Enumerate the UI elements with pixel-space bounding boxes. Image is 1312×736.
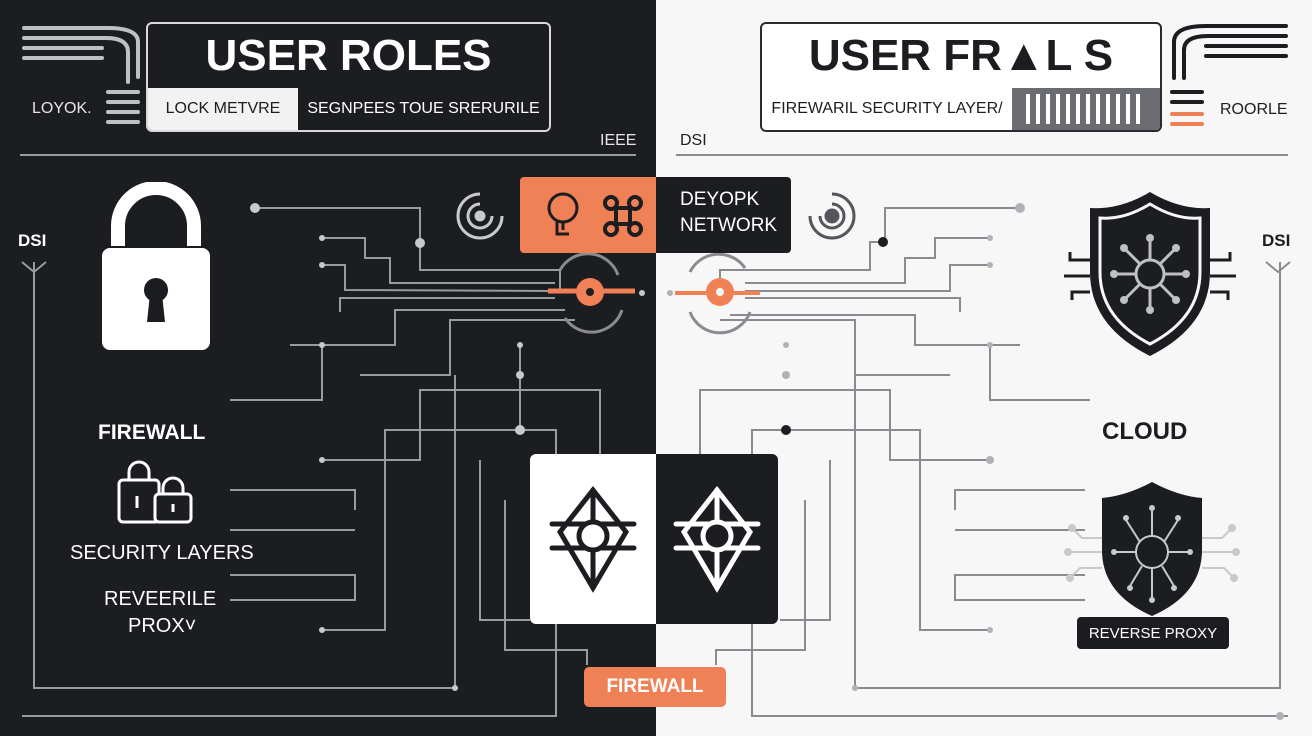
firewall-button[interactable]: FIREWALL	[584, 667, 726, 707]
left-dsi-label: DSI	[18, 231, 47, 250]
left-reverse-proxy-label-line2: PROX˅	[128, 615, 197, 637]
network-label-line2: NETWORK	[680, 215, 778, 236]
bulb-icon	[547, 192, 579, 236]
reverse-proxy-badge[interactable]: REVERSE PROXY	[1077, 617, 1229, 649]
left-target-node	[548, 252, 635, 334]
padlock-icon	[102, 182, 210, 350]
right-dsi-top-label: DSI	[680, 132, 707, 149]
left-tab-lock[interactable]: LOCK METVRE	[148, 88, 298, 130]
menu-lines-icon	[22, 26, 140, 124]
network-label-line1: DEYOPK	[680, 189, 760, 210]
barcode-icon	[1026, 94, 1140, 124]
right-side-label: ROORLE	[1220, 101, 1288, 118]
network-node-icon	[549, 485, 637, 593]
network-label-box	[656, 177, 791, 253]
shield-network-icon	[1064, 192, 1236, 356]
left-firewall-label: FIREWALL	[98, 421, 206, 444]
ieee-label: IEEE	[600, 132, 637, 149]
wire	[255, 207, 561, 291]
right-cloud-label: CLOUD	[1102, 418, 1188, 445]
fingerprint-icon	[456, 192, 504, 240]
center-icon-box	[520, 177, 656, 253]
locks-icon	[117, 460, 193, 524]
command-icon	[603, 195, 643, 237]
left-security-layers-label: SECURITY LAYERS	[70, 542, 254, 564]
menu-lines-icon	[1170, 24, 1288, 126]
right-sub-label[interactable]: FIREWARIL SECURITY LAYER/	[771, 100, 1003, 117]
left-side-label: LOYOK.	[32, 100, 92, 117]
left-tab-segments[interactable]: SEGNPEES TOUE SRERURILE	[307, 100, 540, 117]
shield-circuit-icon	[1064, 482, 1240, 616]
fingerprint-icon	[808, 192, 856, 240]
right-target-node	[675, 252, 760, 335]
right-title: USER FR▲L S	[808, 31, 1114, 80]
left-title: USER ROLES	[205, 31, 492, 80]
right-dsi-label: DSI	[1262, 231, 1291, 250]
network-node-icon	[673, 485, 761, 593]
left-reverse-proxy-label-line1: REVEERILE	[104, 588, 217, 610]
